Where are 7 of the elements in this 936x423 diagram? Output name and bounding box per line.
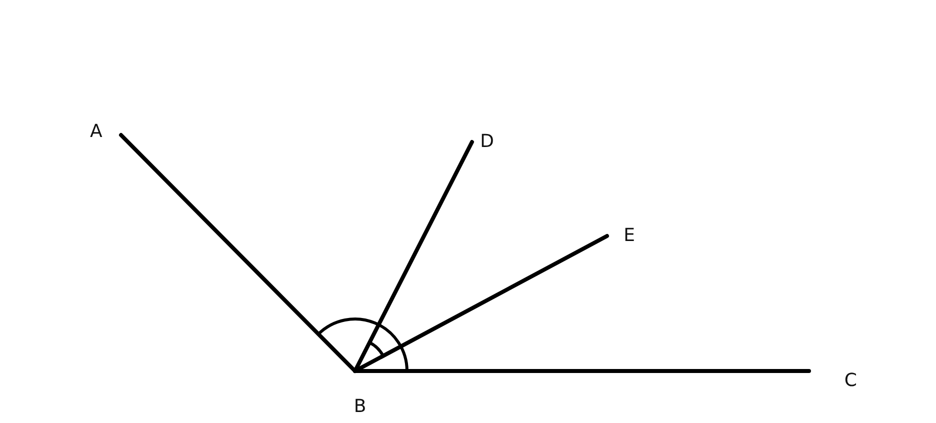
- point-label: E: [624, 226, 635, 246]
- point-label: D: [480, 132, 494, 152]
- point-label: A: [90, 122, 102, 142]
- line-segment: [353, 369, 811, 373]
- line-segment: [119, 133, 357, 373]
- point-label: B: [354, 397, 366, 417]
- point-label: C: [844, 371, 857, 391]
